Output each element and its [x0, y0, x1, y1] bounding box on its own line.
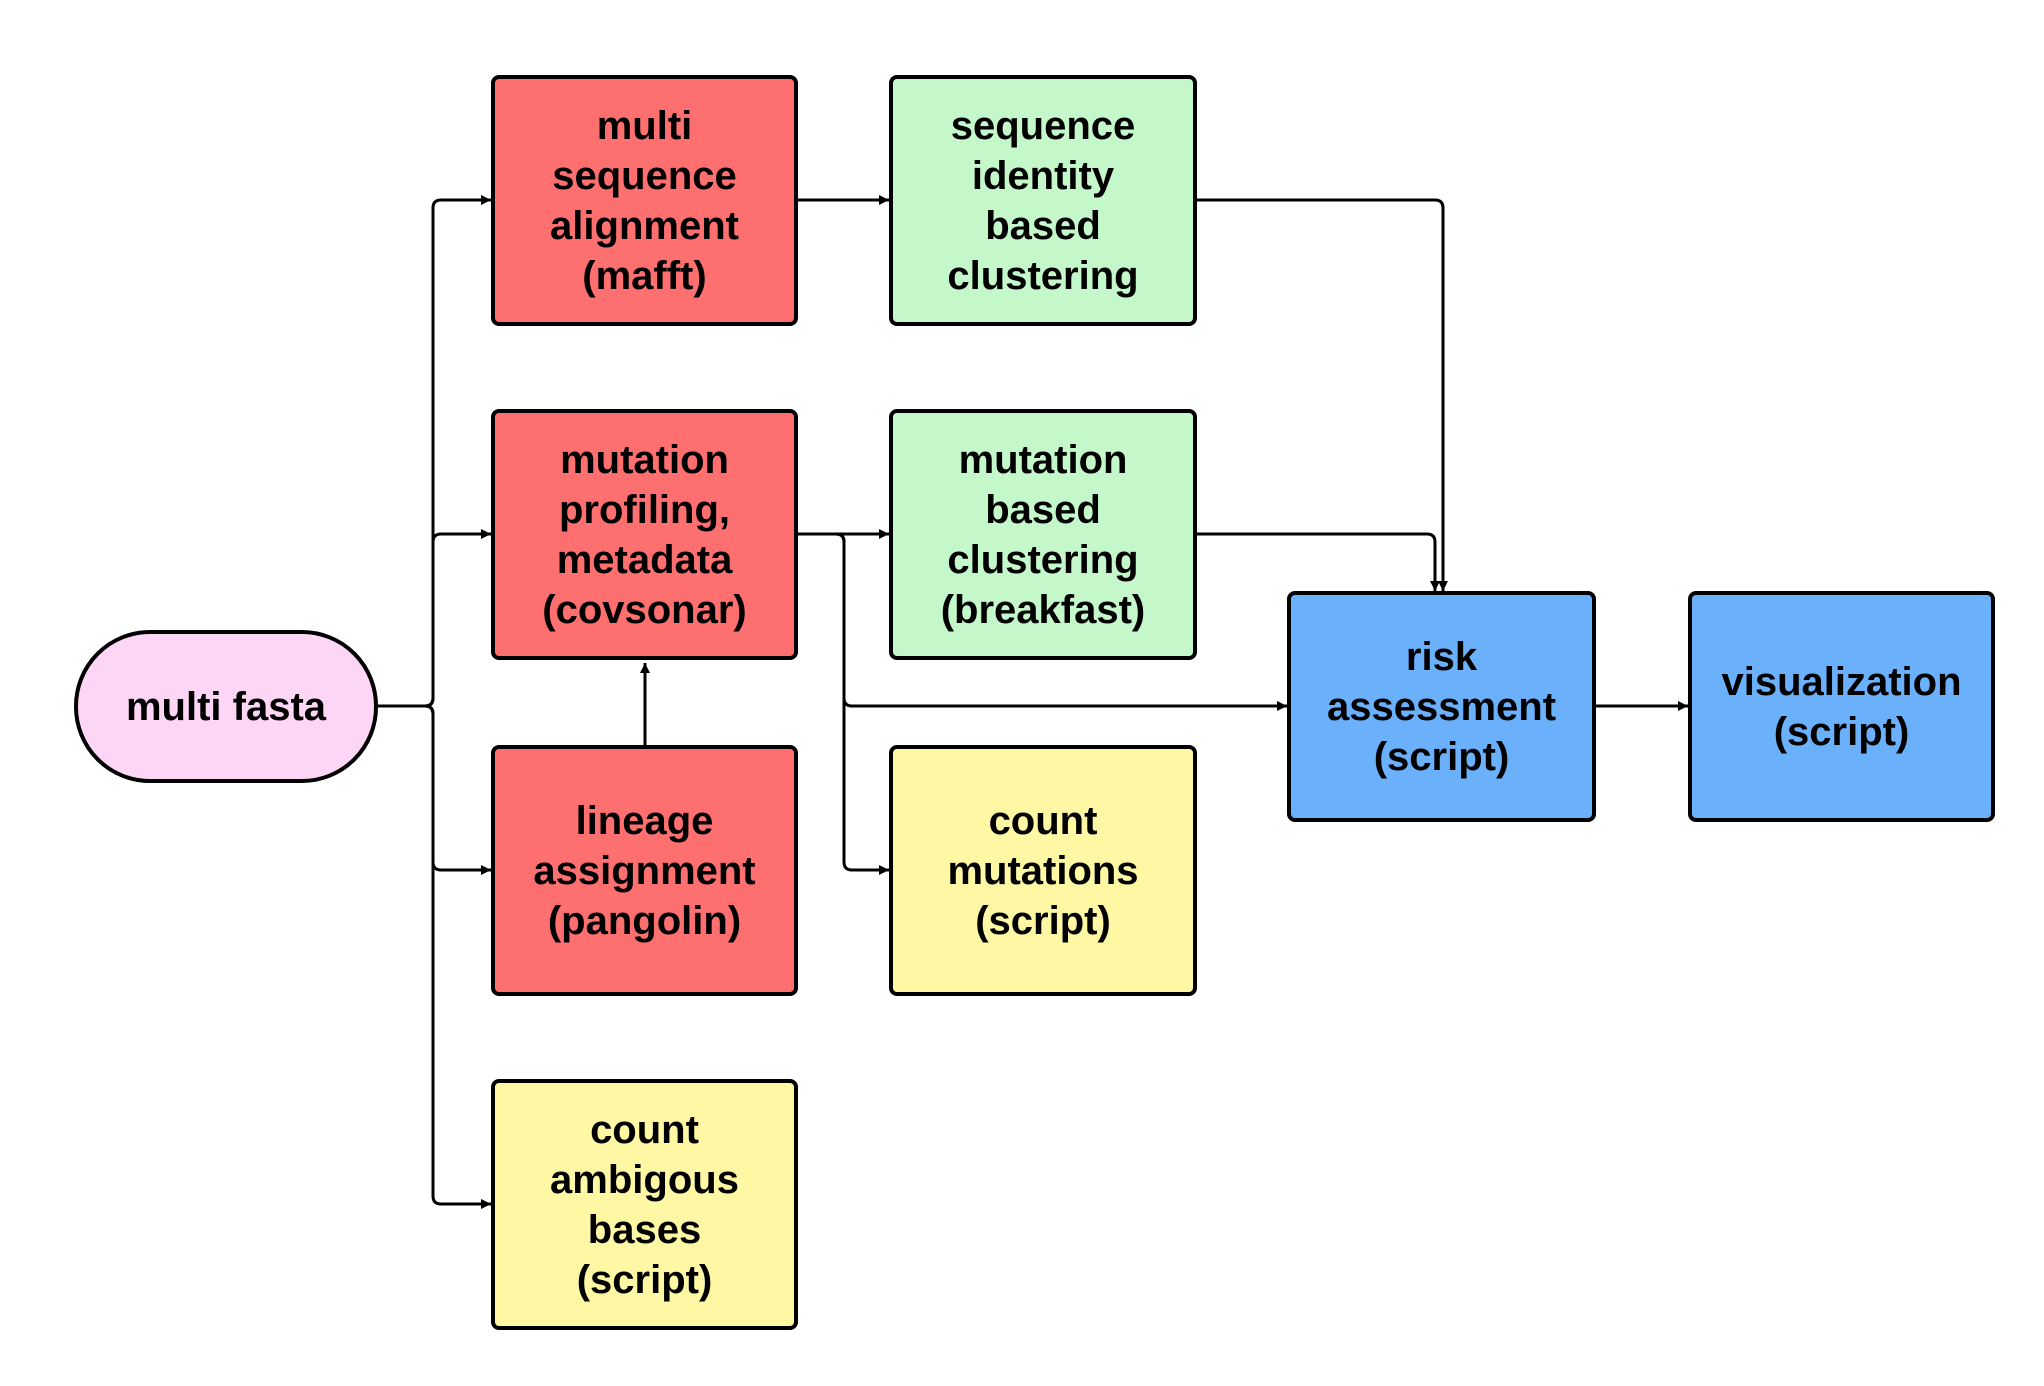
node-label-line: (pangolin) — [547, 898, 742, 943]
node-label-line: mutations — [947, 848, 1139, 893]
node-label-line: (script) — [1373, 734, 1510, 779]
node-label-line: metadata — [556, 537, 733, 582]
node-label-line: (breakfast) — [940, 587, 1146, 632]
node-label-line: count — [590, 1107, 699, 1152]
node-label-line: multi fasta — [125, 684, 327, 729]
node-label-line: mutation — [958, 437, 1128, 482]
node-label-line: visualization — [1721, 659, 1962, 704]
node-label-line: (mafft) — [582, 253, 707, 298]
edge-seq-identity-clustering-to-risk-assessment — [1197, 198, 1448, 591]
edge-mutation-profiling-to-count-mutations — [798, 532, 889, 875]
node-label-line: lineage — [575, 798, 714, 843]
node-mutation-profiling: mutation profiling, metadata (covsonar) — [491, 409, 798, 660]
node-label-line: (covsonar) — [542, 587, 747, 632]
node-label-line: mutation — [560, 437, 729, 482]
node-label-line: identity — [971, 153, 1115, 198]
node-label-line: multi — [596, 103, 693, 148]
node-label-line: alignment — [550, 203, 739, 248]
edge-multi-fasta-to-count-ambiguous — [378, 704, 491, 1209]
node-label-line: sequence — [950, 103, 1136, 148]
edge-multi-fasta-to-mutation-profiling — [378, 529, 491, 708]
node-label-line: risk — [1405, 634, 1478, 679]
node-lineage-assignment: lineage assignment (pangolin) — [491, 745, 798, 996]
node-label-line: sequence — [552, 153, 737, 198]
node-label-line: assignment — [533, 848, 756, 893]
node-label-line: (script) — [576, 1257, 713, 1302]
node-label-line: clustering — [947, 537, 1139, 582]
node-label-line: assessment — [1326, 684, 1557, 729]
node-multi-fasta: multi fasta — [74, 630, 378, 783]
node-label-line: based — [985, 203, 1101, 248]
node-count-ambiguous-bases: count ambigous bases (script) — [491, 1079, 798, 1330]
node-visualization: visualization (script) — [1688, 591, 1995, 822]
node-label-line: clustering — [947, 253, 1139, 298]
node-label-line: based — [985, 487, 1101, 532]
node-count-mutations: count mutations (script) — [889, 745, 1197, 996]
node-label-line: (script) — [1773, 709, 1910, 754]
node-label-line: (script) — [975, 898, 1111, 943]
edge-mutation-clustering-to-risk-assessment — [1197, 532, 1440, 591]
node-risk-assessment: risk assessment (script) — [1287, 591, 1596, 822]
node-label-line: bases — [587, 1207, 702, 1252]
node-label-line: profiling, — [558, 487, 731, 532]
node-sequence-identity-clustering: sequence identity based clustering — [889, 75, 1197, 326]
node-label-line: ambigous — [550, 1157, 739, 1202]
node-mutation-based-clustering: mutation based clustering (breakfast) — [889, 409, 1197, 660]
node-label-line: count — [988, 798, 1098, 843]
node-multi-sequence-alignment: multi sequence alignment (mafft) — [491, 75, 798, 326]
